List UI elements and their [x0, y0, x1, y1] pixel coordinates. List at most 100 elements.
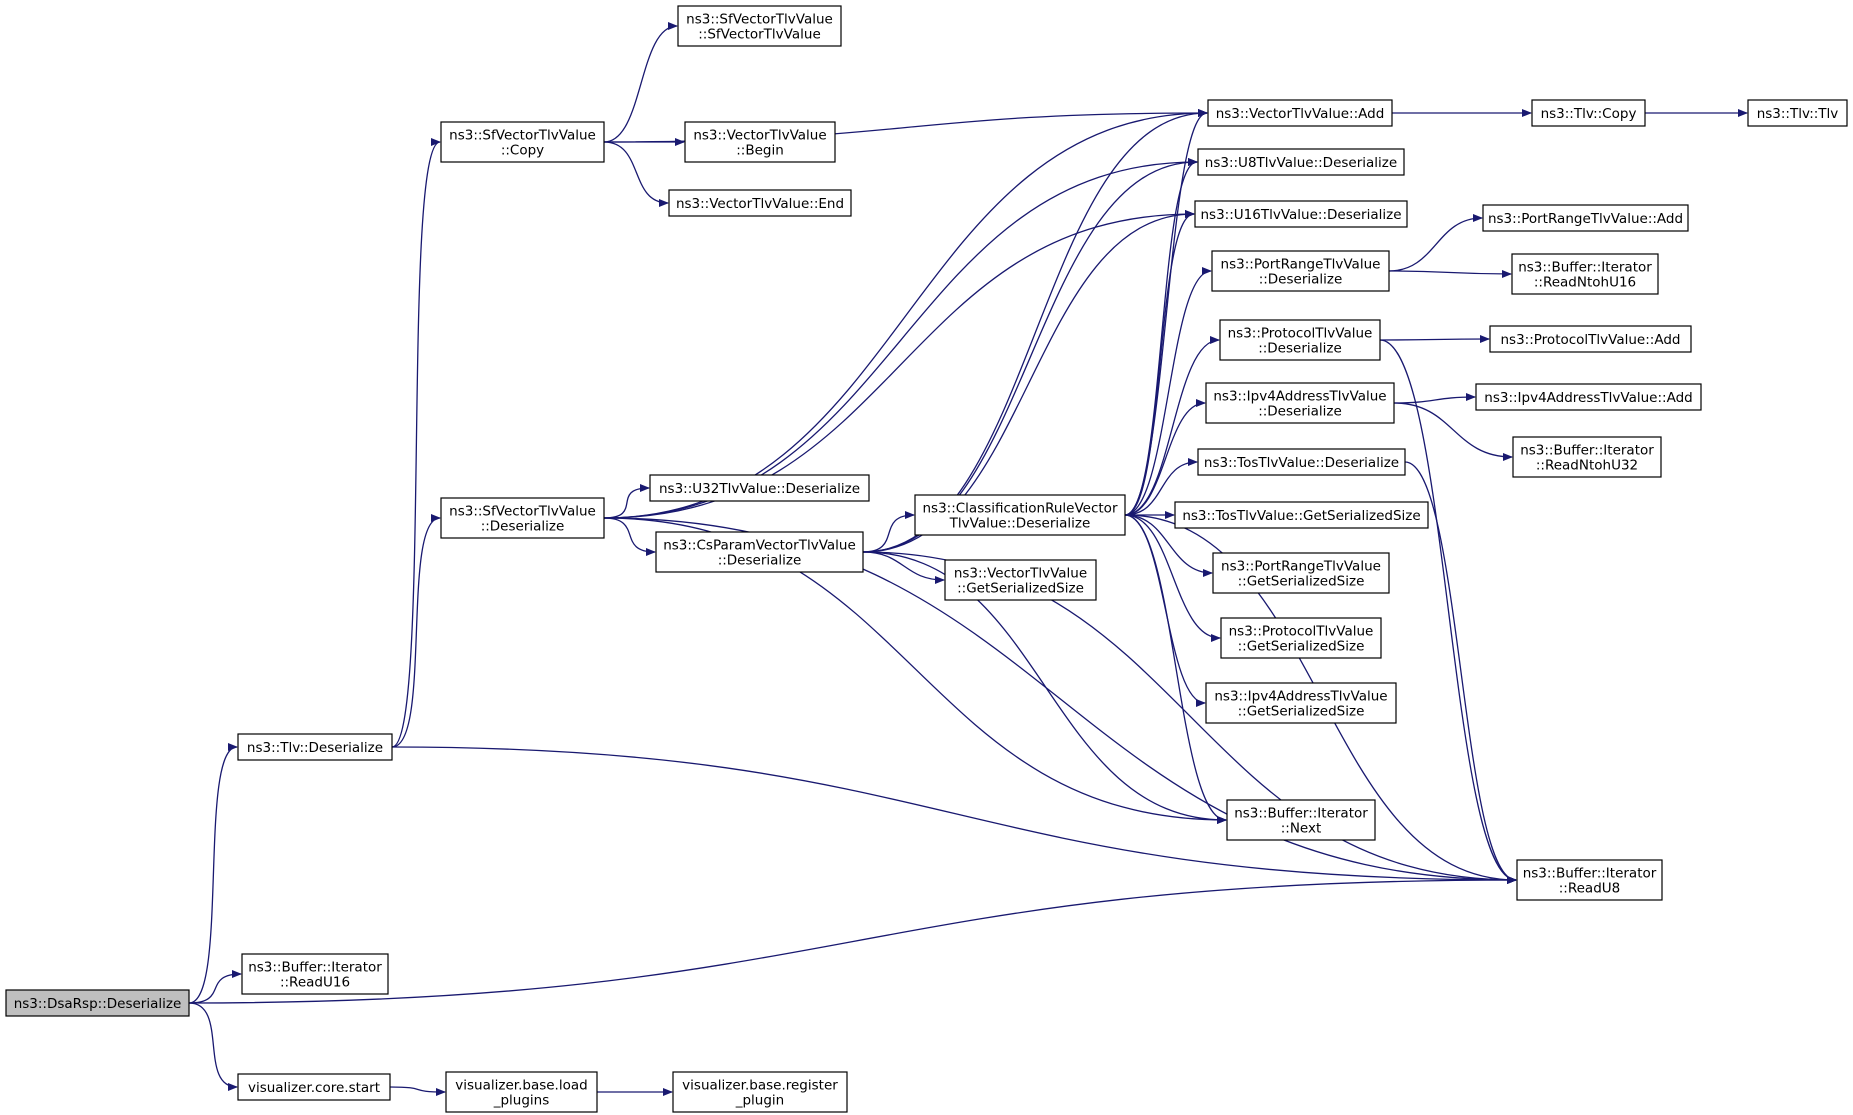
- edge-crdes-to-tosdes: [1124, 458, 1198, 516]
- node-vadd[interactable]: ns3::VectorTlvValue::Add: [1207, 99, 1393, 127]
- node-ipv4gss[interactable]: ns3::Ipv4AddressTlvValue::GetSerializedS…: [1205, 682, 1397, 724]
- edge-crdes-to-prdes: [1124, 267, 1212, 516]
- node-sfctor[interactable]: ns3::SfVectorTlvValue::SfVectorTlvValue: [677, 5, 842, 47]
- node-crdes[interactable]: ns3::ClassificationRuleVectorTlvValue::D…: [914, 494, 1126, 536]
- node-protoadd[interactable]: ns3::ProtocolTlvValue::Add: [1489, 325, 1692, 353]
- node-label: ns3::CsParamVectorTlvValue: [663, 538, 856, 554]
- node-vizstart[interactable]: visualizer.core.start: [237, 1073, 391, 1101]
- node-loadplug[interactable]: visualizer.base.load_plugins: [445, 1071, 598, 1113]
- edge-crdes-to-u16des: [1124, 210, 1195, 516]
- node-ipv4des[interactable]: ns3::Ipv4AddressTlvValue::Deserialize: [1205, 382, 1395, 424]
- node-label: ::Deserialize: [718, 553, 802, 569]
- node-label: ::ReadNtohU32: [1536, 458, 1638, 474]
- edge-crdes-to-protodes: [1124, 336, 1220, 516]
- node-label: visualizer.core.start: [248, 1080, 380, 1096]
- node-label: ns3::TosTlvValue::GetSerializedSize: [1182, 508, 1420, 524]
- node-box: [1516, 859, 1663, 901]
- node-box: [440, 497, 605, 539]
- node-box: [672, 1071, 848, 1113]
- node-box: [668, 189, 852, 217]
- edge-tlvdes-to-sfdes: [391, 514, 441, 748]
- edge-prdes-to-pradd: [1388, 214, 1483, 272]
- node-tosdes[interactable]: ns3::TosTlvValue::Deserialize: [1197, 448, 1406, 476]
- node-label: ns3::SfVectorTlvValue: [686, 12, 833, 28]
- node-tosgss[interactable]: ns3::TosTlvValue::GetSerializedSize: [1174, 501, 1429, 529]
- edge-protodes-to-readu8: [1379, 339, 1517, 884]
- node-label: ns3::U16TlvValue::Deserialize: [1201, 207, 1402, 223]
- node-vgss[interactable]: ns3::VectorTlvValue::GetSerializedSize: [944, 559, 1097, 601]
- node-box: [1747, 99, 1848, 127]
- node-vend[interactable]: ns3::VectorTlvValue::End: [668, 189, 852, 217]
- node-box: [440, 121, 605, 163]
- node-box: [1212, 552, 1390, 594]
- node-label: ns3::Tlv::Tlv: [1757, 106, 1839, 122]
- node-vbegin[interactable]: ns3::VectorTlvValue::Begin: [684, 121, 836, 163]
- node-label: ns3::Buffer::Iterator: [1520, 443, 1654, 459]
- node-prgss[interactable]: ns3::PortRangeTlvValue::GetSerializedSiz…: [1212, 552, 1390, 594]
- node-box: [445, 1071, 598, 1113]
- node-label: ::Begin: [736, 143, 784, 159]
- edge-dsarsp-to-readu16: [188, 970, 242, 1004]
- node-u16des[interactable]: ns3::U16TlvValue::Deserialize: [1194, 200, 1408, 228]
- node-u8des[interactable]: ns3::U8TlvValue::Deserialize: [1197, 148, 1405, 176]
- node-label: ::ReadU8: [1559, 881, 1621, 897]
- node-label: ns3::Buffer::Iterator: [1234, 806, 1368, 822]
- node-label: ns3::Tlv::Copy: [1541, 106, 1637, 122]
- node-next[interactable]: ns3::Buffer::Iterator::Next: [1226, 799, 1376, 841]
- node-regplug[interactable]: visualizer.base.register_plugin: [672, 1071, 848, 1113]
- node-ipv4add[interactable]: ns3::Ipv4AddressTlvValue::Add: [1475, 383, 1702, 411]
- node-box: [241, 953, 389, 995]
- node-tlvcopy[interactable]: ns3::Tlv::Copy: [1531, 99, 1646, 127]
- node-label: ns3::TosTlvValue::Deserialize: [1204, 455, 1399, 471]
- edge-sfdes-to-csdes: [603, 517, 656, 556]
- node-sfdes[interactable]: ns3::SfVectorTlvValue::Deserialize: [440, 497, 605, 539]
- node-label: visualizer.base.register: [682, 1078, 838, 1094]
- node-box: [1207, 99, 1393, 127]
- node-label: ns3::Tlv::Deserialize: [247, 740, 383, 756]
- node-box: [1489, 325, 1692, 353]
- node-box: [1511, 253, 1659, 295]
- edge-tlvdes-to-sfcopy: [391, 138, 441, 748]
- node-box: [1205, 382, 1395, 424]
- edge-csdes-to-crdes: [862, 511, 915, 553]
- node-label: ns3::ProtocolTlvValue: [1228, 326, 1373, 342]
- node-label: ns3::VectorTlvValue::End: [676, 196, 844, 212]
- node-label: visualizer.base.load: [455, 1078, 587, 1094]
- node-readu8[interactable]: ns3::Buffer::Iterator::ReadU8: [1516, 859, 1663, 901]
- edge-vizstart-to-loadplug: [389, 1086, 446, 1096]
- node-label: ns3::VectorTlvValue::Add: [1216, 106, 1385, 122]
- node-protodes[interactable]: ns3::ProtocolTlvValue::Deserialize: [1219, 319, 1381, 361]
- node-csdes[interactable]: ns3::CsParamVectorTlvValue::Deserialize: [655, 531, 864, 573]
- node-box: [1197, 148, 1405, 176]
- edge-crdes-to-vadd: [1124, 109, 1208, 516]
- node-ntohu16[interactable]: ns3::Buffer::Iterator::ReadNtohU16: [1511, 253, 1659, 295]
- node-u32des[interactable]: ns3::U32TlvValue::Deserialize: [649, 474, 870, 502]
- edge-sfcopy-to-sfctor: [603, 22, 678, 143]
- node-box: [1226, 799, 1376, 841]
- node-label: ns3::ClassificationRuleVector: [922, 501, 1117, 517]
- node-box: [655, 531, 864, 573]
- node-ntohu32[interactable]: ns3::Buffer::Iterator::ReadNtohU32: [1512, 436, 1662, 478]
- node-tlvdes[interactable]: ns3::Tlv::Deserialize: [237, 733, 393, 761]
- node-protogss[interactable]: ns3::ProtocolTlvValue::GetSerializedSize: [1220, 617, 1382, 659]
- node-box: [1219, 319, 1381, 361]
- node-label: ::ReadNtohU16: [1534, 275, 1636, 291]
- edge-crdes-to-ipv4des: [1124, 399, 1206, 516]
- node-prdes[interactable]: ns3::PortRangeTlvValue::Deserialize: [1211, 250, 1390, 292]
- node-label: ::Deserialize: [481, 519, 565, 535]
- node-box: [1205, 682, 1397, 724]
- node-dsarsp[interactable]: ns3::DsaRsp::Deserialize: [5, 989, 190, 1017]
- edge-csdes-to-next: [862, 551, 1227, 824]
- edge-csdes-to-readu8: [862, 551, 1517, 884]
- node-box: [1531, 99, 1646, 127]
- node-tlvtlv[interactable]: ns3::Tlv::Tlv: [1747, 99, 1848, 127]
- node-label: ns3::Buffer::Iterator: [248, 960, 382, 976]
- node-label: ::SfVectorTlvValue: [698, 27, 821, 43]
- node-pradd[interactable]: ns3::PortRangeTlvValue::Add: [1482, 204, 1689, 232]
- node-readu16[interactable]: ns3::Buffer::Iterator::ReadU16: [241, 953, 389, 995]
- node-label: ::ReadU16: [280, 975, 350, 991]
- node-label: ::Deserialize: [1259, 272, 1343, 288]
- node-sfcopy[interactable]: ns3::SfVectorTlvValue::Copy: [440, 121, 605, 163]
- node-box: [5, 989, 190, 1017]
